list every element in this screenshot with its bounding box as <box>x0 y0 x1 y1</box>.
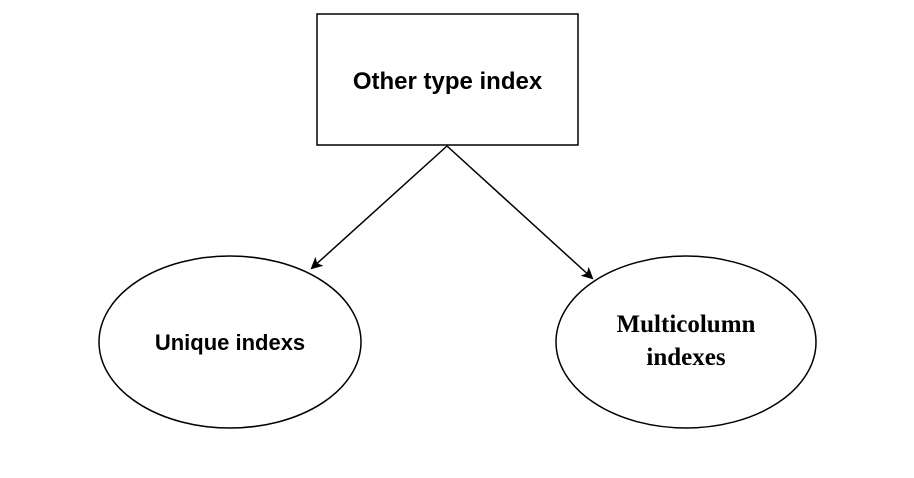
child-node-unique-indexs-ellipse <box>98 255 362 429</box>
edge-root-to-unique-indexs <box>310 145 448 270</box>
child-node-unique-indexs-label: Unique indexs <box>155 330 305 355</box>
root-node-label: Other type index <box>353 68 543 95</box>
child-node-unique-indexs: Unique indexs <box>98 255 362 429</box>
child-node-multicolumn-indexes-ellipse <box>555 255 817 429</box>
root-node-box <box>316 13 579 146</box>
child-node-multicolumn-indexes-label-line2: indexes <box>646 344 725 371</box>
edge-root-to-multicolumn-indexes <box>446 145 594 280</box>
root-node: Other type index <box>316 13 579 146</box>
child-node-multicolumn-indexes: Multicolumn indexes <box>555 255 817 429</box>
child-node-multicolumn-indexes-label-line1: Multicolumn <box>617 311 756 338</box>
